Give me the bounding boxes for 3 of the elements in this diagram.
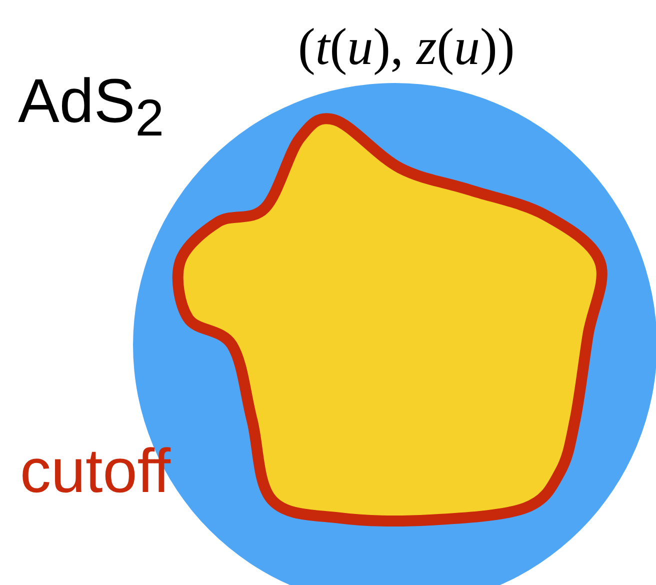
coordinate-label: (t(u), z(u)) <box>298 18 515 77</box>
space-label: AdS$_{2}$ <box>18 66 164 148</box>
cutoff-label: cutoff <box>20 436 171 507</box>
